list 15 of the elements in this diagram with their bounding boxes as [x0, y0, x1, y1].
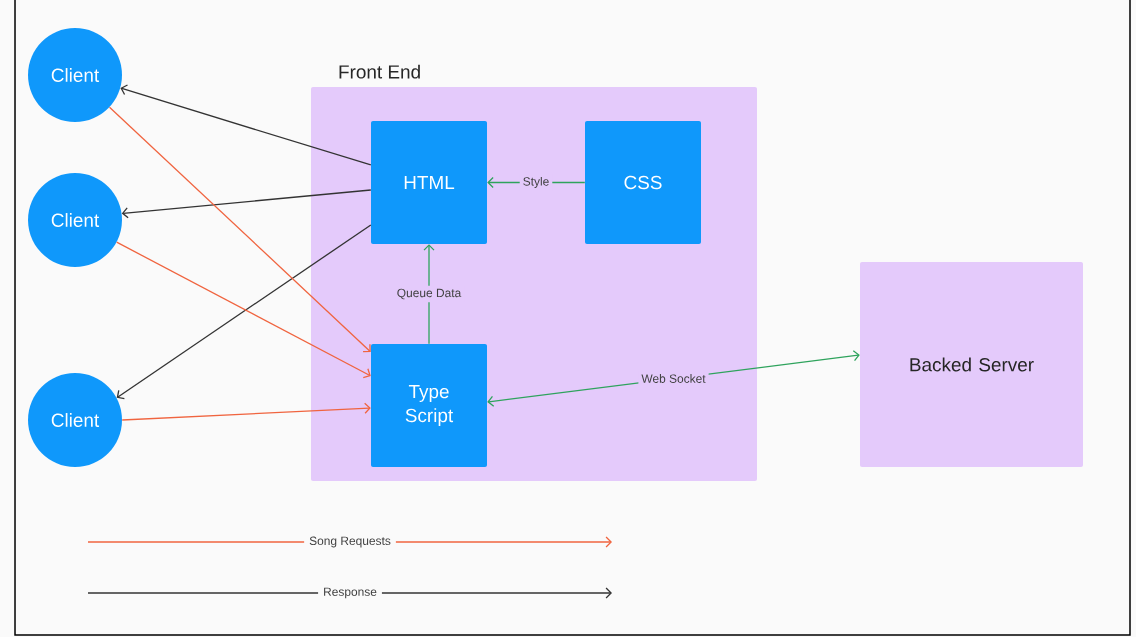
arrow — [108, 106, 371, 353]
arrow — [121, 402, 371, 421]
arrow — [116, 224, 372, 400]
server-box: Backed Server — [860, 262, 1083, 467]
legend-text: Song Requests — [304, 531, 396, 553]
arrow — [423, 244, 435, 345]
arrow — [116, 241, 371, 379]
arrow — [120, 84, 372, 166]
legend-text: Response — [318, 582, 382, 604]
component-box: CSS — [585, 121, 701, 244]
arrow — [121, 189, 372, 219]
component-box: HTML — [371, 121, 487, 244]
component-box: Type Script — [371, 344, 487, 467]
edge-label: Web Socket — [638, 371, 709, 386]
container-heading: Front End — [339, 64, 420, 79]
